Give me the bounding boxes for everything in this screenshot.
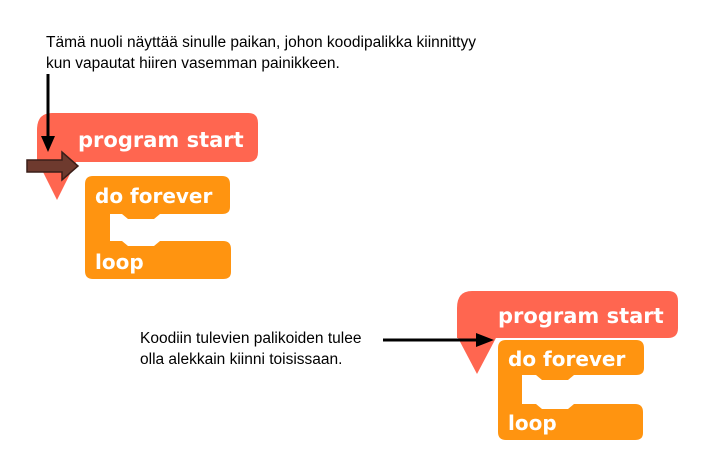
right-do-forever-block[interactable]: do forever loop [498,340,644,440]
left-loop-label: loop [95,250,144,274]
stacking-hint-line-2: olla alekkain kiinni toisissaan. [140,351,343,368]
stacking-hint-line-1: Koodiin tulevien palikoiden tulee [140,330,362,347]
drop-hint-line-2: kun vapautat hiiren vasemman painikkeen. [46,55,340,72]
drop-hint-annotation: Tämä nuoli näyttää sinulle paikan, johon… [46,32,476,74]
right-do-forever-label: do forever [508,347,625,371]
left-program-start-block[interactable]: program start [37,113,258,200]
left-do-forever-label: do forever [95,184,212,208]
drop-hint-line-1: Tämä nuoli näyttää sinulle paikan, johon… [46,34,476,51]
stacking-hint-annotation: Koodiin tulevien palikoiden tulee olla a… [140,328,361,370]
right-loop-label: loop [508,411,557,435]
left-program-start-label: program start [78,128,244,152]
stacking-pointer-arrow [383,333,494,347]
drop-position-arrow-icon [26,150,80,182]
right-program-start-block[interactable]: program start [457,291,678,374]
annotation-pointer-arrow [41,74,55,152]
left-do-forever-block[interactable]: do forever loop [85,176,231,279]
right-program-start-label: program start [498,304,664,328]
